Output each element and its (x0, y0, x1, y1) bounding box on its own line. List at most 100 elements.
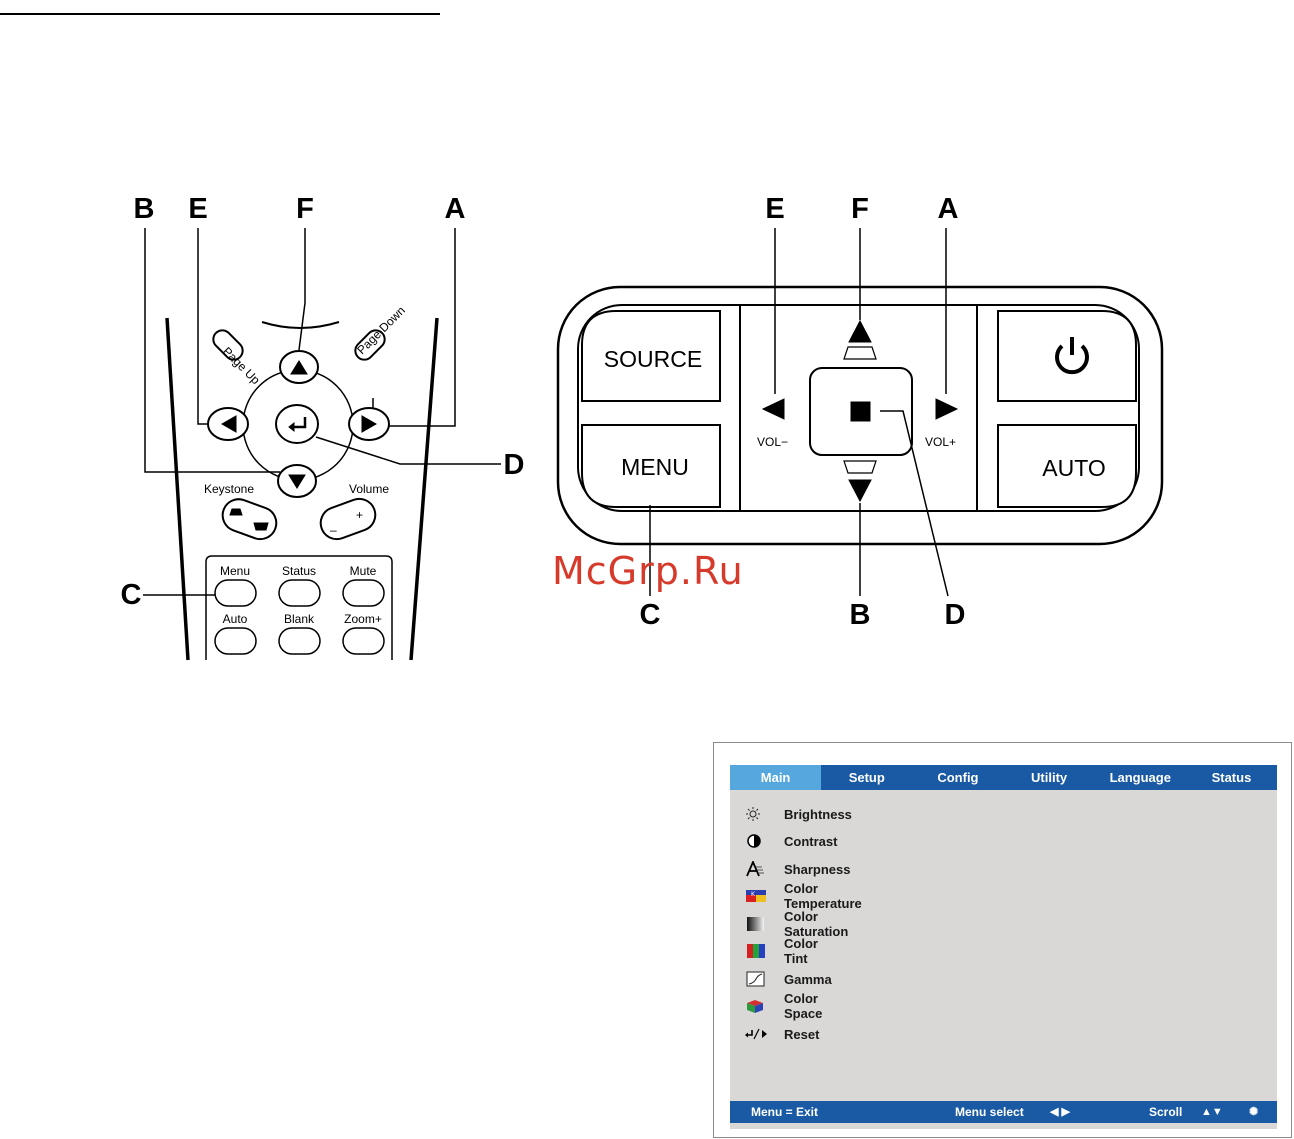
right-arrow-icon (935, 398, 959, 420)
auto-button[interactable] (214, 627, 257, 655)
menu-item-contrast[interactable]: Contrast (744, 831, 837, 851)
menu-key-label: MENU (621, 454, 689, 480)
menu-item-reset[interactable]: Reset (744, 1024, 819, 1044)
gamma-icon (744, 971, 768, 987)
enter-right-icon (744, 1026, 768, 1042)
auto-key-label: AUTO (1042, 455, 1105, 481)
projector-keypad (556, 228, 1164, 597)
tab-status[interactable]: Status (1211, 770, 1252, 785)
page-down-button[interactable] (352, 327, 389, 364)
menu-item-color-space[interactable]: Color Space (744, 991, 822, 1021)
zoom-plus-button[interactable] (342, 627, 385, 655)
leader-line-e (197, 228, 208, 425)
menu-button-label: Menu (220, 564, 250, 578)
page-down-label: Page Down (354, 303, 408, 357)
leader-line-b (144, 228, 280, 473)
remote-callout-a: A (445, 193, 466, 225)
mute-button-label: Mute (350, 564, 377, 578)
menu-item-label: Color Tint (784, 936, 818, 966)
menu-item-label: Color Temperature (784, 881, 862, 911)
tab-main[interactable]: Main (730, 765, 822, 790)
keypad-callout-e: E (765, 193, 784, 225)
power-icon (1055, 337, 1089, 375)
lightbulb-icon: ✺ (1249, 1106, 1259, 1118)
keystone-button[interactable] (218, 495, 281, 544)
keypad-callout-a: A (938, 193, 959, 225)
down-arrow-icon (848, 479, 872, 503)
volume-label: Volume (349, 482, 389, 496)
tab-setup[interactable]: Setup (848, 770, 885, 785)
svg-text:K: K (751, 891, 756, 898)
menu-key[interactable] (581, 424, 721, 508)
zoom-plus-button-label: Zoom+ (344, 612, 382, 626)
volume-button[interactable] (316, 494, 380, 543)
left-right-arrows-icon: ◀ ▶ (1050, 1106, 1070, 1118)
menu-item-color-temperature[interactable]: K Color Temperature (744, 881, 862, 911)
volume-minus-label: – (330, 523, 337, 537)
leader-line-d (315, 436, 501, 465)
sun-icon (744, 806, 768, 822)
keystone-label: Keystone (204, 482, 254, 496)
contrast-icon (744, 833, 768, 849)
remote-callout-f: F (296, 193, 314, 225)
remote-callout-c: C (121, 579, 142, 611)
menu-item-brightness[interactable]: Brightness (744, 804, 852, 824)
keypad-callout-b: B (850, 599, 871, 631)
up-down-arrows-icon: ▲▼ (1201, 1106, 1223, 1118)
tab-language[interactable]: Language (1109, 770, 1171, 785)
color-temperature-icon: K (744, 888, 768, 904)
menu-item-color-saturation[interactable]: Color Saturation (744, 909, 848, 939)
vol-plus-label: VOL+ (925, 435, 956, 449)
keypad-callout-c: C (640, 599, 661, 631)
auto-key[interactable] (997, 424, 1137, 508)
menu-item-label: Color Space (784, 991, 823, 1021)
power-key[interactable] (997, 310, 1137, 402)
up-arrow-icon (848, 319, 872, 343)
blank-button-label: Blank (284, 612, 315, 626)
footer-scroll-hint: Scroll (1149, 1105, 1183, 1119)
menu-item-label: Contrast (784, 833, 838, 849)
color-tint-icon (744, 943, 768, 959)
osd-footer: Menu = Exit Menu select ◀ ▶ Scroll ▲▼ ✺ (730, 1101, 1277, 1123)
source-key-label: SOURCE (604, 346, 702, 372)
remote-callout-b: B (134, 193, 155, 225)
remote-enter-button[interactable] (275, 404, 319, 444)
vol-minus-label: VOL− (757, 435, 788, 449)
menu-button[interactable] (214, 579, 257, 607)
status-button[interactable] (278, 579, 321, 607)
auto-button-label: Auto (223, 612, 248, 626)
remote-callout-e: E (188, 193, 207, 225)
leader-line-a (389, 228, 456, 427)
left-arrow-icon (761, 398, 785, 420)
remote-control (143, 228, 501, 661)
osd-menu-screenshot: Main Setup Config Utility Language Statu… (713, 742, 1292, 1138)
blank-button[interactable] (278, 627, 321, 655)
color-space-icon (744, 998, 768, 1014)
status-button-label: Status (282, 564, 316, 578)
menu-item-label: Brightness (784, 806, 852, 822)
volume-plus-label: + (356, 508, 363, 522)
tab-utility[interactable]: Utility (1031, 770, 1068, 785)
footer-exit-hint: Menu = Exit (751, 1105, 819, 1119)
menu-item-gamma[interactable]: Gamma (744, 969, 832, 989)
menu-item-label: Gamma (784, 971, 832, 987)
menu-item-label: Sharpness (784, 861, 851, 877)
menu-item-color-tint[interactable]: Color Tint (744, 936, 818, 966)
page-up-button[interactable] (210, 327, 247, 364)
remote-callout-d: D (504, 449, 525, 481)
leader-line-f (298, 228, 306, 351)
menu-item-label: Color Saturation (784, 909, 849, 939)
source-key[interactable] (581, 310, 721, 402)
keypad-leader-d (880, 410, 949, 597)
menu-item-sharpness[interactable]: Sharpness (744, 859, 850, 879)
color-saturation-icon (744, 916, 768, 932)
controls-diagram: Page Up Page Down Keystone Volume – + Me… (0, 13, 1164, 661)
keypad-callout-f: F (851, 193, 869, 225)
osd-panel: Main Setup Config Utility Language Statu… (730, 765, 1277, 1129)
keypad-callout-d: D (945, 599, 966, 631)
menu-item-label: Reset (784, 1026, 820, 1042)
mute-button[interactable] (342, 579, 385, 607)
sharpness-icon (744, 859, 768, 877)
watermark: McGrp.Ru (552, 549, 744, 593)
tab-config[interactable]: Config (937, 770, 979, 785)
